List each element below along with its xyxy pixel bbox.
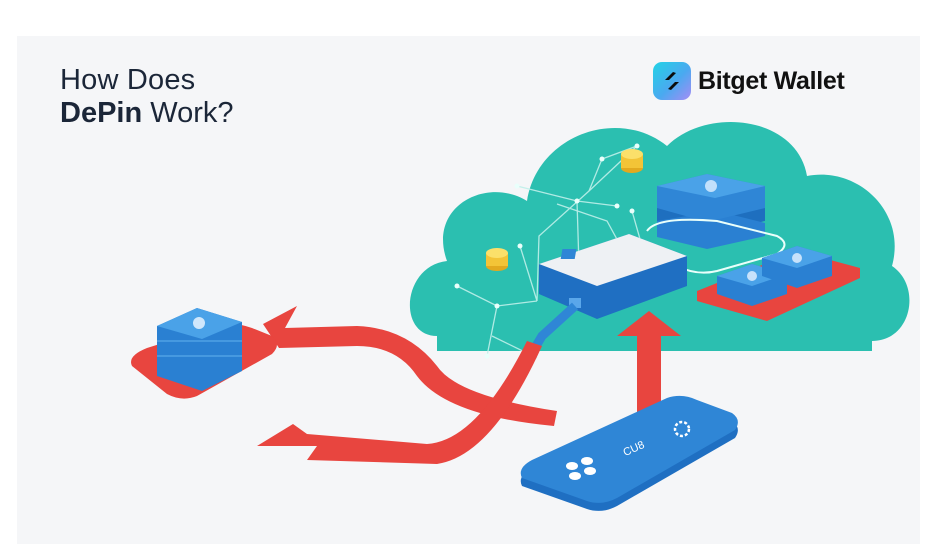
token-coin <box>486 248 508 271</box>
arrow-up <box>617 311 681 436</box>
storage-blocks <box>697 246 860 321</box>
arrow-curve-bottom <box>257 341 542 464</box>
server-stack-cloud <box>657 174 765 249</box>
title-emphasis: DePin <box>60 97 143 130</box>
hub-logo-icon <box>560 249 577 259</box>
infographic-panel: How Does DePin Work? Bitget Wallet CU8 <box>17 36 920 544</box>
gateway-hub <box>539 234 687 319</box>
token-coin <box>621 149 643 173</box>
server-stack-left <box>131 308 277 399</box>
title-line-2: DePin Work? <box>60 97 234 130</box>
data-flow-arrows <box>257 306 681 464</box>
depin-illustration <box>131 122 910 511</box>
brand-name: Bitget Wallet <box>698 66 845 95</box>
page-title: How Does DePin Work? <box>60 64 234 131</box>
router-device <box>520 395 738 511</box>
brand-logo: Bitget Wallet <box>653 62 845 100</box>
title-line-1: How Does <box>60 64 196 96</box>
bitget-logo-icon <box>653 62 691 100</box>
title-suffix: Work? <box>142 97 234 130</box>
arrow-to-left-server <box>263 306 557 426</box>
router-logo-icon <box>566 457 596 480</box>
router-status-icon <box>673 420 691 438</box>
connector-line <box>646 218 786 274</box>
